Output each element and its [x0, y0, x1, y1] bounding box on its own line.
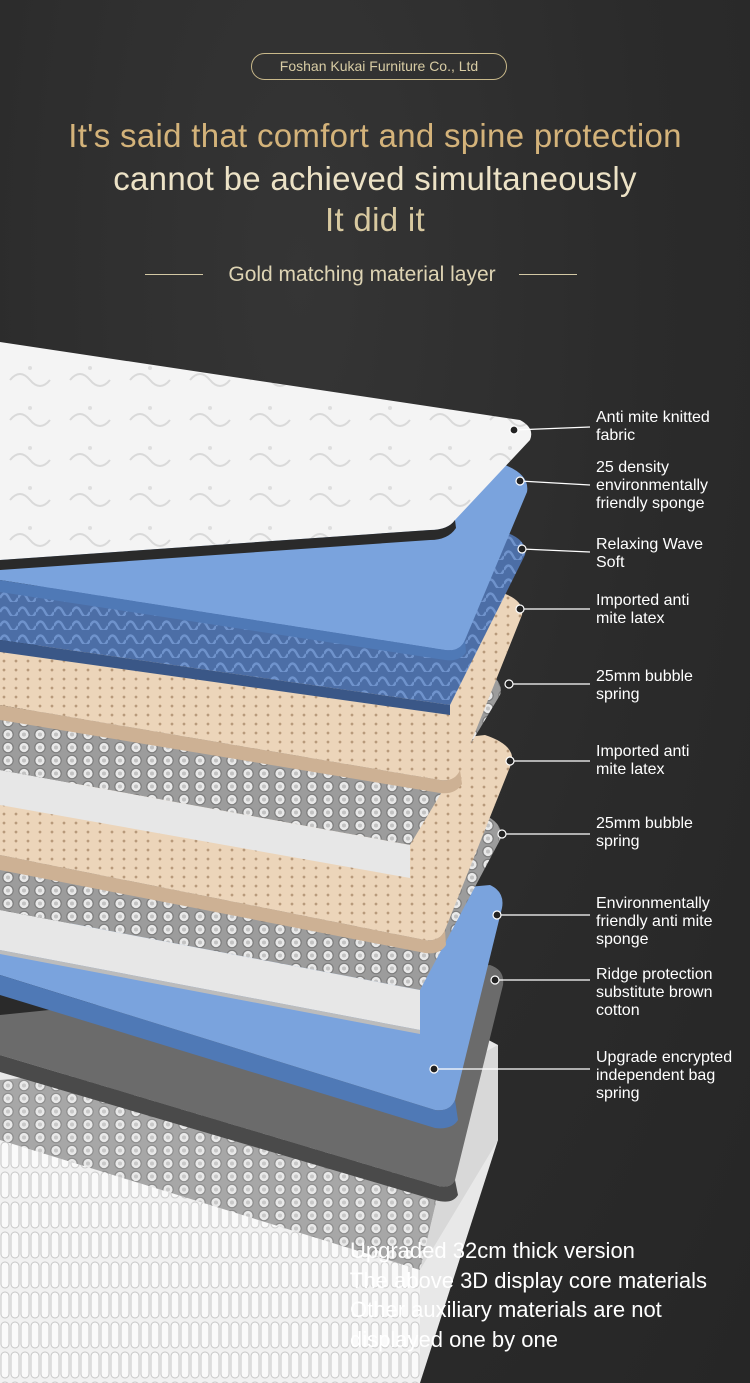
layer-label-bag-spring: Upgrade encrypted independent bag spring [596, 1049, 750, 1103]
layer-label-line: independent bag [596, 1067, 716, 1084]
layer-label-line: Relaxing Wave [596, 536, 704, 553]
layer-label-density-sponge: 25 density environmentally friendly spon… [596, 459, 750, 513]
mattress-layers-illustration [0, 342, 591, 1383]
layer-label-knitted-fabric: Anti mite knitted fabric [596, 409, 750, 445]
layer-label-line: mite latex [596, 610, 665, 627]
footer-line-1: Upgraded 32cm thick version [350, 1238, 635, 1263]
headline-line-2: cannot be achieved simultaneously [113, 160, 637, 197]
layer-label-line: friendly sponge [596, 495, 705, 512]
layer-label-line: substitute brown [596, 984, 713, 1001]
layer-label-brown-cotton: Ridge protection substitute brown cotton [596, 966, 750, 1020]
footer-line-2: The above 3D display core materials [350, 1267, 708, 1293]
layer-label-latex-2: Imported anti mite latex [596, 743, 750, 779]
layer-label-line: spring [596, 1085, 640, 1102]
layer-label-line: spring [596, 833, 640, 850]
callout-connectors [429, 425, 591, 1074]
layer-label-line: 25mm bubble [596, 815, 693, 832]
layer-label-line: environmentally [596, 477, 709, 494]
layer-label-line: Soft [596, 554, 625, 571]
layer-label-line: Anti mite knitted [596, 409, 710, 426]
headline-line-3: It did it [325, 201, 425, 238]
section-title-left-rule [145, 274, 203, 275]
layer-label-anti-mite-sponge: Environmentally friendly anti mite spong… [596, 895, 750, 949]
layer-label-bubble-spring-1: 25mm bubble spring [596, 668, 750, 704]
layer-label-line: 25mm bubble [596, 668, 693, 685]
layer-label-line: spring [596, 686, 640, 703]
layer-label-line: Imported anti [596, 592, 690, 609]
layer-label-line: fabric [596, 427, 636, 444]
layer-label-latex-1: Imported anti mite latex [596, 592, 750, 628]
layer-label-line: mite latex [596, 761, 665, 778]
layer-label-line: Environmentally [596, 895, 710, 912]
footer-line-4: displayed one by one [350, 1326, 558, 1352]
company-name: Foshan Kukai Furniture Co., Ltd [279, 58, 479, 74]
section-title-label: Gold matching material layer [228, 263, 496, 286]
section-title: Gold matching material layer [0, 262, 750, 290]
layer-label-bubble-spring-2: 25mm bubble spring [596, 815, 750, 851]
footer-line-3: Other auxiliary materials are not [350, 1297, 662, 1322]
layer-label-line: 25 density [596, 459, 669, 476]
layer-label-line: Imported anti [596, 743, 690, 760]
headline-line-1: It's said that comfort and spine protect… [68, 117, 682, 154]
layer-label-line: cotton [596, 1002, 640, 1019]
footer-notes: Upgraded 32cm thick version The above 3D… [350, 1236, 750, 1354]
layer-knitted-fabric [0, 342, 532, 570]
layer-label-line: sponge [596, 931, 649, 948]
layer-label-line: friendly anti mite [596, 913, 713, 930]
section-title-right-rule [519, 274, 577, 275]
company-badge: Foshan Kukai Furniture Co., Ltd [251, 53, 507, 80]
layer-label-wave-foam: Relaxing Wave Soft [596, 536, 750, 572]
layer-label-line: Ridge protection [596, 966, 713, 983]
layer-label-line: Upgrade encrypted [596, 1049, 733, 1066]
